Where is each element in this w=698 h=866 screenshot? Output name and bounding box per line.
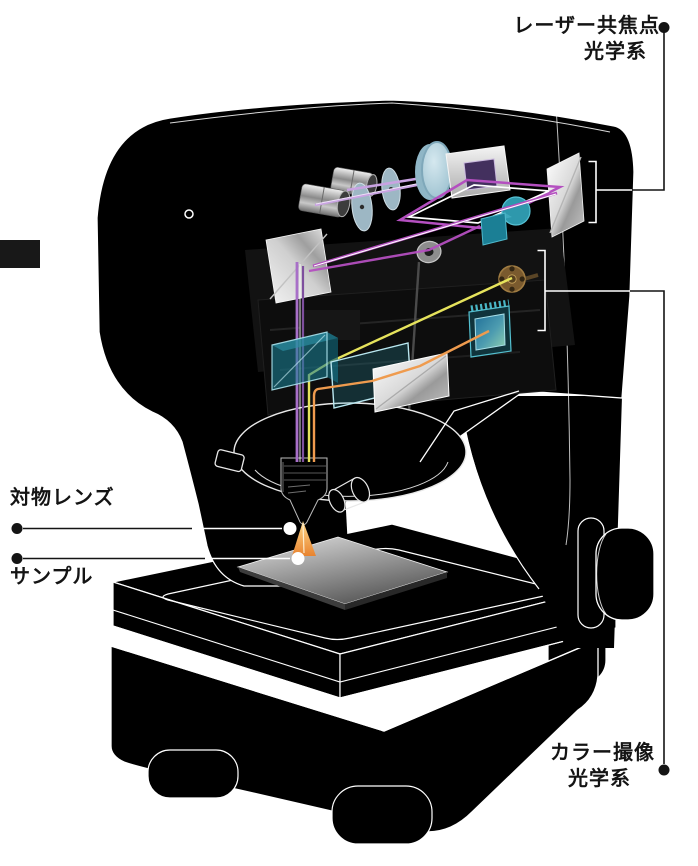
label-color-imaging-line2: 光学系 [568,766,631,790]
nosepiece-shadow [240,490,348,548]
optics [265,141,585,556]
focus-knob[interactable] [577,517,655,629]
beam-splitter-cube-icon [271,331,338,391]
label-sample: サンプル [10,563,93,589]
label-laser-confocal-line1: レーザー共焦点 [513,13,660,37]
scanner-unit-icon [445,145,511,199]
callout-sample [11,552,305,565]
beam-orange [312,329,490,462]
head-bottom-contour [419,390,520,463]
label-laser-confocal: レーザー共焦点 光学系 [513,12,660,64]
foot-middle [331,785,433,845]
callout-color-imaging [537,249,670,776]
scan-lens-icon [415,141,453,200]
fold-mirror-right-icon [546,152,585,238]
sample-plate [236,536,449,610]
focal-cone [292,521,316,556]
callout-laser-confocal [588,22,670,224]
beam-magenta [308,191,558,273]
detector-wheel-icon [498,265,539,293]
label-sample-text: サンプル [10,564,94,588]
small-prism-icon [480,212,512,246]
beam-scan-loop [396,178,565,230]
side-knob[interactable] [214,449,245,473]
nosepiece-turret [233,402,467,502]
cmos-sensor-icon [468,299,512,358]
label-color-imaging: カラー撮像 光学系 [550,739,655,791]
callout-lines [11,22,670,776]
objective-socket [328,476,371,513]
head-screw-hole [184,209,194,219]
callout-objective-lens [11,522,297,535]
label-color-imaging-line1: カラー撮像 [550,740,655,764]
label-objective-lens-text: 対物レンズ [10,485,115,509]
foot-left [147,749,239,799]
fold-mirror-left-icon [265,228,332,304]
half-mirror-icon [372,352,450,413]
label-laser-confocal-line2: 光学系 [584,39,647,63]
label-objective-lens: 対物レンズ [10,484,115,510]
